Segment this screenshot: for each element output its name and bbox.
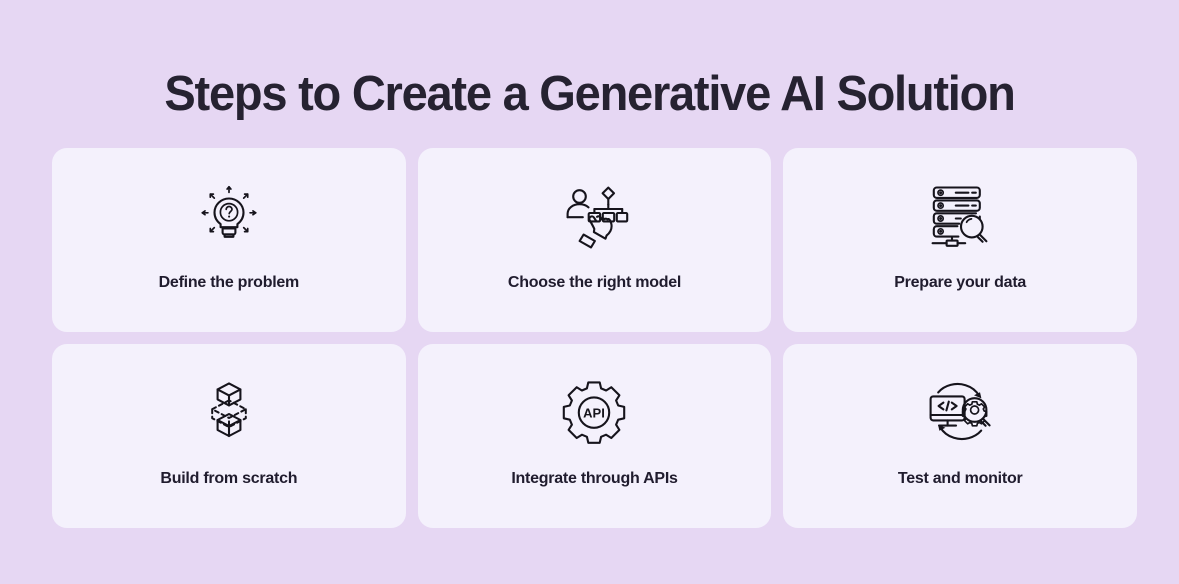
step-card-build-from-scratch[interactable]: Build from scratch: [52, 344, 406, 528]
step-card-label: Prepare your data: [894, 274, 1027, 292]
step-card-label: Define the problem: [158, 274, 300, 292]
api-label: API: [584, 406, 606, 421]
step-card-label: Test and monitor: [897, 470, 1023, 488]
steps-card-grid: Define the problem: [52, 148, 1137, 528]
step-card-prepare-your-data[interactable]: Prepare your data: [783, 148, 1137, 332]
step-card-integrate-through-apis[interactable]: API Integrate through APIs: [417, 344, 772, 528]
gear-api-icon: API: [556, 377, 632, 449]
step-card-test-and-monitor[interactable]: Test and monitor: [783, 344, 1137, 528]
person-hand-selecting-model-tree-icon: [556, 181, 632, 253]
lightbulb-question-idea-icon: [191, 181, 267, 253]
step-card-label: Integrate through APIs: [511, 470, 678, 488]
monitor-code-magnifier-gear-cycle-icon: [922, 377, 998, 449]
server-rack-magnifier-icon: [922, 181, 998, 253]
step-card-choose-the-right-model[interactable]: Choose the right model: [417, 148, 772, 332]
step-card-define-the-problem[interactable]: Define the problem: [52, 148, 406, 332]
step-card-label: Choose the right model: [507, 274, 682, 292]
page-title: Steps to Create a Generative AI Solution: [164, 66, 1015, 121]
isometric-building-blocks-icon: [191, 377, 267, 449]
step-card-label: Build from scratch: [160, 470, 298, 488]
